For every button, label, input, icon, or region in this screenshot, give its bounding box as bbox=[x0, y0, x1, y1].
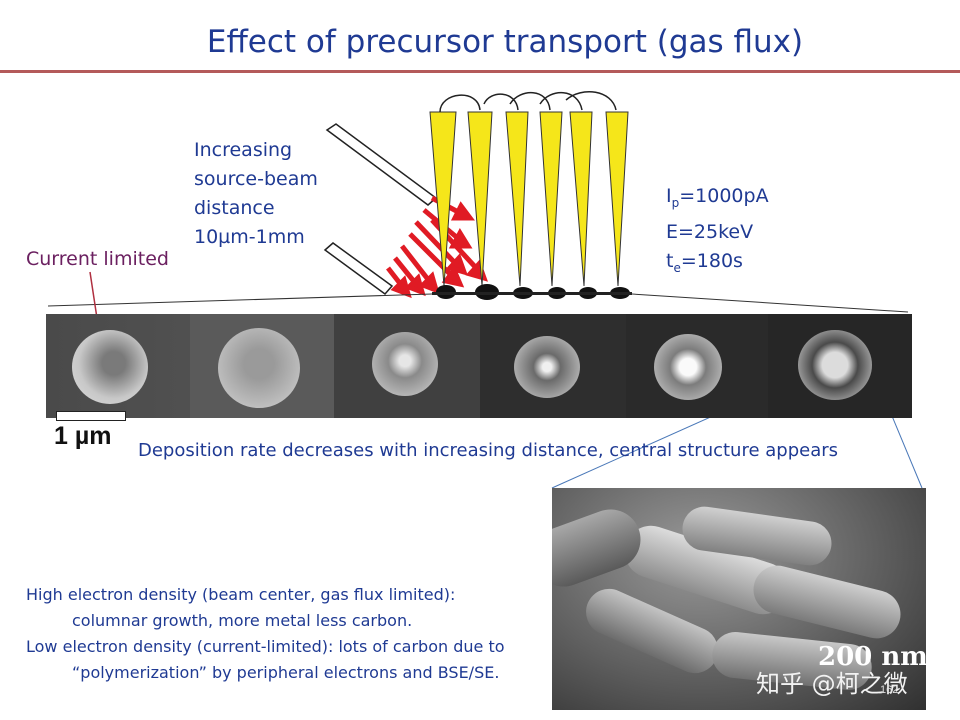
deposition-caption: Deposition rate decreases with increasin… bbox=[138, 440, 839, 461]
beam-energy: E=25keV bbox=[666, 220, 754, 243]
sem-tile-5 bbox=[626, 314, 768, 418]
deposits bbox=[432, 284, 632, 300]
source-label-line: 10µm-1mm bbox=[194, 226, 305, 248]
notes: High electron density (beam center, gas … bbox=[26, 582, 505, 686]
gas-nozzle bbox=[323, 123, 438, 296]
scale-bar bbox=[56, 411, 126, 421]
notes-line: Low electron density (current-limited): … bbox=[26, 637, 505, 656]
sem-tile-1 bbox=[46, 314, 190, 418]
sem-tile-3 bbox=[334, 314, 480, 418]
notes-line: High electron density (beam center, gas … bbox=[26, 585, 456, 604]
beam-scan-arcs bbox=[439, 91, 617, 113]
notes-line: columnar growth, more metal less carbon. bbox=[72, 611, 413, 630]
source-distance-label: Increasing source-beam distance 10µm-1mm bbox=[194, 136, 318, 252]
source-label-line: source-beam bbox=[194, 168, 318, 190]
notes-line: “polymerization” by peripheral electrons… bbox=[72, 663, 500, 682]
source-label-line: Increasing bbox=[194, 139, 293, 161]
electron-beams bbox=[429, 111, 629, 287]
inset-scale-label: 200 nm bbox=[818, 642, 928, 672]
sem-tile-4 bbox=[480, 314, 626, 418]
page-number: 162 bbox=[880, 684, 899, 696]
zoom-line-left bbox=[47, 293, 433, 307]
sem-tile-2 bbox=[190, 314, 334, 418]
gas-flux-arrows bbox=[386, 195, 488, 299]
sem-tile-6 bbox=[768, 314, 912, 418]
sem-inset-image bbox=[552, 488, 926, 710]
slide-title: Effect of precursor transport (gas flux) bbox=[206, 24, 804, 60]
title-divider bbox=[0, 70, 960, 73]
exposure-time: te=180s bbox=[666, 249, 743, 275]
sem-image-strip bbox=[46, 314, 912, 418]
zoom-line-right bbox=[631, 293, 909, 313]
source-label-line: distance bbox=[194, 197, 275, 219]
beam-current: Ip=1000pA bbox=[666, 185, 769, 210]
current-limited-label: Current limited bbox=[26, 248, 169, 270]
scale-bar-label: 1 µm bbox=[54, 422, 112, 450]
watermark: 知乎 @柯之微 bbox=[756, 670, 908, 698]
beam-parameters: Ip=1000pA E=25keV te=180s bbox=[666, 182, 769, 283]
